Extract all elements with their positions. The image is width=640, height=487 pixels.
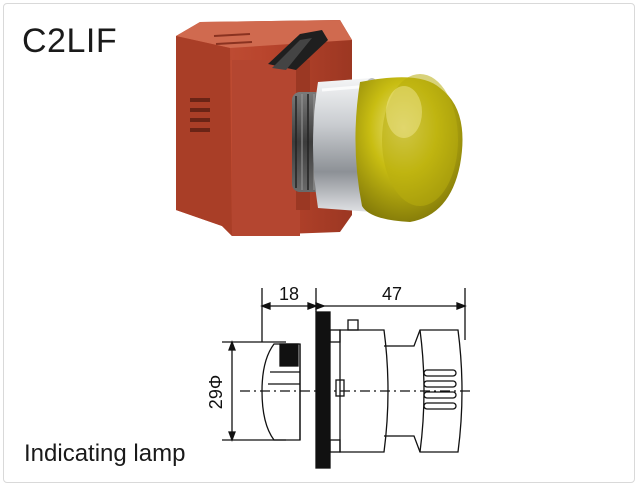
dimension-front-depth: 47 bbox=[382, 284, 402, 304]
dimension-diameter: 29Φ bbox=[206, 375, 226, 409]
product-model-code: C2LIF bbox=[22, 22, 118, 60]
housing-profile bbox=[329, 319, 463, 453]
page-frame bbox=[3, 3, 635, 483]
lens-profile bbox=[261, 343, 301, 441]
dimension-rear-depth: 18 bbox=[279, 284, 299, 304]
mounting-panel bbox=[315, 311, 331, 469]
lamp-lens bbox=[355, 74, 463, 222]
dimension-lines bbox=[222, 288, 470, 442]
product-description: Indicating lamp bbox=[24, 440, 186, 467]
